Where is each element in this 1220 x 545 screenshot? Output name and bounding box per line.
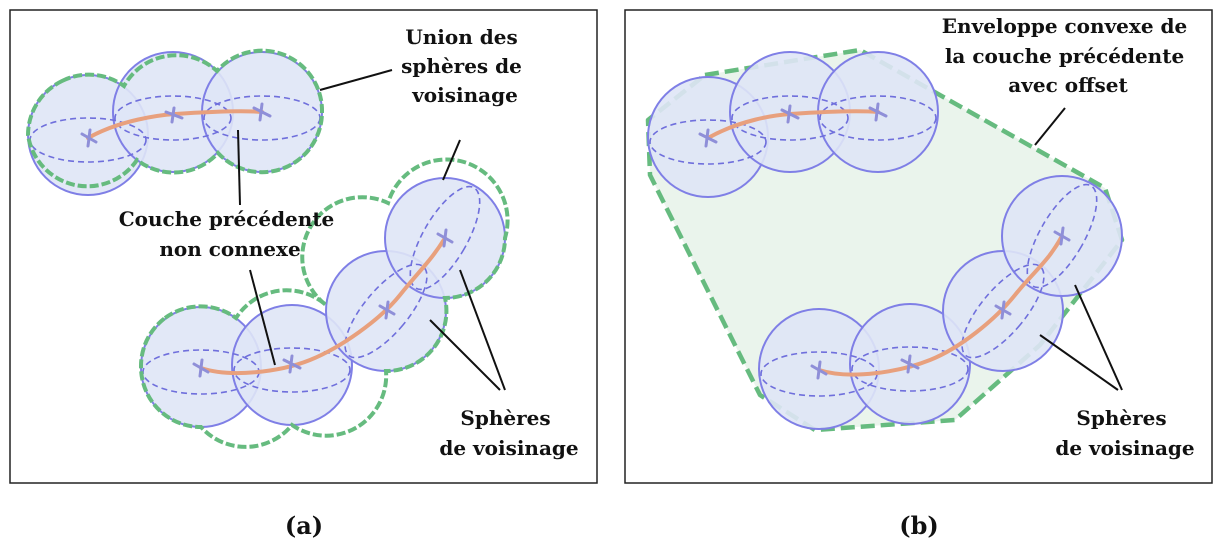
bottom-cluster-spheres xyxy=(138,157,510,449)
layer-point xyxy=(282,354,302,374)
bottom-cluster-spheres xyxy=(758,175,1123,430)
sphere-equator xyxy=(851,346,969,392)
sphere-equator xyxy=(344,263,428,359)
top-cluster-spheres xyxy=(25,48,325,196)
sphere-equator xyxy=(1026,183,1098,289)
layer-point xyxy=(900,354,920,374)
layer-point xyxy=(698,128,718,148)
caption-b: (b) xyxy=(899,511,939,540)
caption-a: (a) xyxy=(285,511,323,540)
sphere-equator xyxy=(114,95,232,141)
sphere-equator xyxy=(409,185,481,291)
sphere-equator xyxy=(819,95,937,141)
leader-layer-bottom xyxy=(249,269,276,366)
layer-point xyxy=(80,128,98,148)
leader-spheres-2 xyxy=(1074,284,1123,391)
layer-point xyxy=(994,300,1012,320)
sphere-equator xyxy=(961,263,1045,359)
leader-spheres-1 xyxy=(1039,334,1119,391)
layer-curve xyxy=(817,234,1064,377)
union-outline xyxy=(25,48,325,189)
sphere-equator xyxy=(731,95,849,141)
layer-point xyxy=(436,228,454,248)
sphere-equator xyxy=(649,119,767,165)
leader-spheres-2 xyxy=(459,269,506,391)
layer-point xyxy=(252,102,272,122)
label-union: Union des sphères de voisinage xyxy=(401,25,529,107)
layer-point xyxy=(1053,226,1071,246)
leader-spheres-1 xyxy=(429,319,501,391)
layer-point xyxy=(780,104,800,124)
panel-b: Enveloppe convexe de la couche précédent… xyxy=(624,9,1213,540)
label-hull: Enveloppe convexe de la couche précédent… xyxy=(942,14,1194,97)
layer-curve xyxy=(199,236,447,376)
layer-point xyxy=(164,106,184,124)
layer-point xyxy=(810,360,828,380)
panel-a: Union des sphères de voisinage Couche pr… xyxy=(9,9,598,540)
layer-point xyxy=(192,358,210,378)
leader-union-top xyxy=(319,69,393,91)
label-spheres: Sphères de voisinage xyxy=(1055,406,1194,460)
union-outline xyxy=(138,157,510,449)
sphere-equator xyxy=(233,347,351,393)
leader-layer-top xyxy=(237,129,241,206)
leader-hull xyxy=(1034,107,1066,146)
label-spheres: Sphères de voisinage xyxy=(439,406,578,460)
layer-point xyxy=(378,300,396,320)
layer-point xyxy=(868,102,888,122)
top-cluster-spheres xyxy=(647,51,939,198)
leader-union-bottom xyxy=(442,139,461,181)
label-layer: Couche précédente non connexe xyxy=(119,207,342,261)
